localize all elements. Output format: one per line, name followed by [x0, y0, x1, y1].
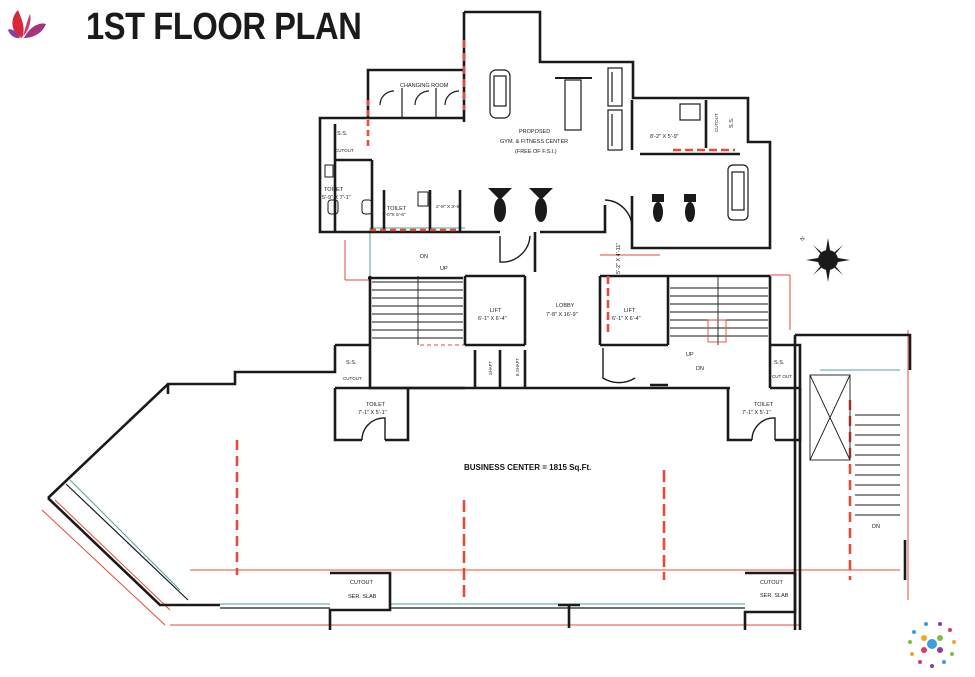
toilet-mid-right-size: 7'-1" X 5'-1" — [742, 410, 771, 416]
toilet-mid-left-size: 7'-1" X 5'-1" — [358, 410, 387, 416]
toilet-mid-left-label: TOILET — [366, 402, 386, 408]
dn-right-label: DN — [696, 366, 704, 372]
shaft-right: E.SHAFT — [515, 358, 520, 376]
toilet-small-size: 7'-0"X 5'-6" — [382, 212, 406, 218]
lift-left-size: 6'-1" X 6'-4" — [478, 316, 507, 322]
ss-mid-right: S.S. — [774, 360, 785, 366]
exercise-bikes — [488, 188, 696, 222]
cutout-mid-right: CUT OUT — [772, 374, 792, 379]
changing-room-label: CHANGING ROOM — [400, 83, 449, 89]
cutout-top-right: CUTOUT — [714, 113, 719, 132]
toilet-left-label: TOILET — [324, 187, 344, 193]
stair-up-label: UP — [440, 266, 448, 272]
reference-lines — [41, 240, 909, 626]
gym-annex-size: 8'-2" X 5'-9" — [650, 134, 679, 140]
toilet-small-label: TOILET — [387, 206, 407, 212]
vertical-dimension: 5'-2" X 4'-11" — [616, 243, 622, 274]
compass-north-label: N — [799, 236, 806, 243]
cutout-mid-left: CUTOUT — [343, 376, 362, 381]
cutout-top-left: CUTOUT — [335, 148, 354, 153]
ss-top-right: S.S. — [729, 117, 735, 128]
brand-logo-icon — [908, 622, 956, 668]
lift-right-label: LIFT — [624, 308, 636, 314]
gym-equipment — [489, 67, 749, 221]
logo-leaf-icon — [8, 10, 46, 39]
gym-label-line1: PROPOSED — [519, 129, 550, 135]
stair-left — [372, 276, 463, 345]
shaft-left: SHAFT — [488, 361, 493, 375]
teal-lines — [69, 227, 900, 605]
page-title: 1ST FLOOR PLAN — [86, 6, 362, 48]
slab-bottom-left: SER. SLAB — [348, 594, 377, 600]
column-markers — [235, 40, 852, 600]
stair-right — [670, 276, 768, 345]
stair-bottom-right — [809, 374, 900, 516]
lobby-size: 7'-8" X 16'-9" — [546, 312, 578, 318]
toilet-left-size: 5'-9" X 7'-1" — [322, 195, 351, 201]
cutout-bottom-left: CUTOUT — [350, 580, 373, 586]
gym-label-line3: (FREE OF F.S.I.) — [515, 149, 557, 155]
lift-right-size: 6'-1" X 6'-4" — [612, 316, 641, 322]
walls — [47, 10, 912, 630]
closet-size: 2'-8" X 3'-6" — [436, 204, 461, 210]
changing-room-cubicles — [379, 88, 460, 118]
ss-top-left: S.S. — [337, 131, 348, 137]
fixtures — [324, 164, 429, 215]
ss-mid-left: S.S. — [346, 360, 357, 366]
gym-label-line2: GYM. & FITNESS CENTER — [500, 139, 568, 145]
door-swings — [361, 199, 776, 441]
dn-bottom-right: DN — [872, 524, 880, 530]
up-right-label: UP — [686, 352, 694, 358]
cutout-bottom-right: CUTOUT — [760, 580, 783, 586]
slab-bottom-right: SER. SLAB — [760, 593, 789, 599]
toilet-mid-right-label: TOILET — [754, 402, 774, 408]
business-center-label: BUSINESS CENTER = 1815 Sq.Ft. — [464, 463, 591, 472]
compass-icon — [806, 238, 850, 282]
lobby-label: LOBBY — [556, 303, 575, 309]
lift-left-label: LIFT — [490, 308, 502, 314]
stair-dn-label: DN — [420, 254, 428, 260]
